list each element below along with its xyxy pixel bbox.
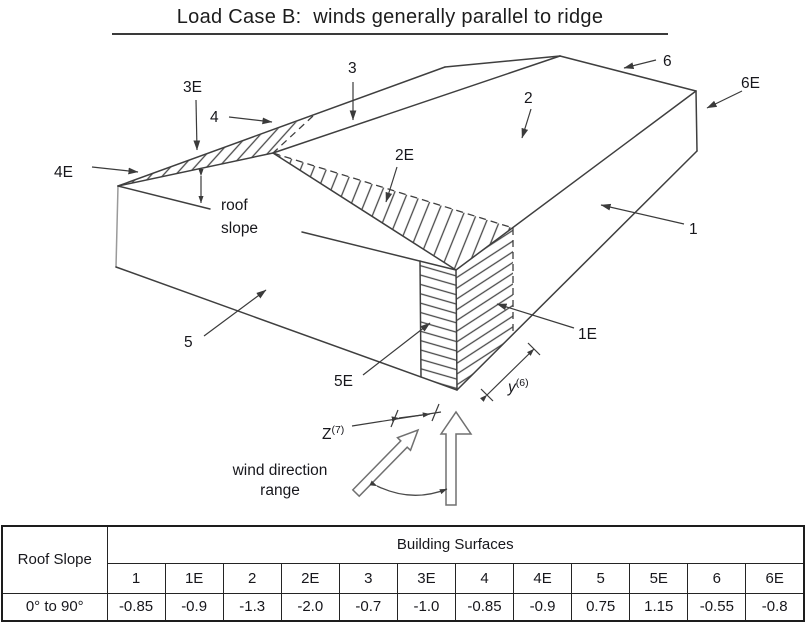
dim-z-tick-1	[390, 409, 399, 428]
arrow-3e	[193, 99, 201, 151]
edge-left-vertical	[115, 185, 119, 268]
edge-far-eave	[117, 66, 446, 187]
coef-cell-5e: 1.15	[629, 592, 689, 622]
coef-cell-3: -0.7	[338, 592, 398, 622]
wind-note-line2: range	[260, 482, 300, 499]
dim-y-label: y(6)	[507, 377, 529, 396]
arrow-5	[203, 289, 267, 337]
arrow-2e	[385, 166, 398, 203]
label-4: 4	[210, 109, 219, 126]
label-2e: 2E	[395, 147, 414, 164]
label-6: 6	[663, 53, 672, 70]
label-1e: 1E	[578, 326, 597, 343]
wind-arrow-vertical	[439, 410, 473, 506]
row-header-roof-slope: Roof Slope	[1, 525, 108, 594]
arrow-6e	[706, 90, 743, 109]
coef-cell-2: -1.3	[222, 592, 282, 622]
wind-note-line1: wind direction	[232, 462, 328, 479]
edge-ridge	[272, 55, 561, 154]
col-header-3: 3	[338, 562, 398, 594]
zone-5e-hatch	[420, 261, 457, 390]
surface-labels: 3E 3 4 4E 2 2E 6 6E 1 1E 5 5E	[54, 53, 760, 390]
figure-title: Load Case B: winds generally parallel to…	[176, 6, 604, 28]
edge-wall5-eave-b	[301, 231, 457, 271]
roof-slope-range-cell: 0° to 90°	[1, 592, 108, 622]
coef-cell-1: -0.85	[106, 592, 166, 622]
zone-1e-hatch	[456, 228, 513, 390]
edge-wall5-eave-a	[117, 185, 211, 210]
dimension-z	[351, 403, 442, 428]
dimension-y	[480, 342, 541, 402]
boundary-3e-dashed	[272, 115, 314, 154]
edge-leeward-rake-far	[444, 55, 561, 68]
col-header-4e: 4E	[513, 562, 573, 594]
col-header-1: 1	[106, 562, 166, 594]
col-header-6e: 6E	[745, 562, 805, 594]
edge-zone-hatching	[118, 116, 513, 390]
arrow-5e	[362, 322, 431, 376]
zone-2e-hatch	[273, 153, 513, 270]
surface-header-row: 1 1E 2 2E 3 3E 4 4E 5 5E 6 6E	[2, 562, 805, 594]
col-header-5e: 5E	[629, 562, 689, 594]
boundary-2e-dashed	[272, 152, 514, 229]
label-2: 2	[524, 90, 533, 107]
wind-range-arc	[369, 480, 448, 496]
coef-cell-1e: -0.9	[164, 592, 224, 622]
dim-z-tick-2	[431, 403, 440, 422]
col-header-1e: 1E	[164, 562, 224, 594]
label-4e: 4E	[54, 164, 73, 181]
dim-z-arrows	[391, 412, 431, 422]
dim-y-tick-1	[480, 388, 494, 402]
arrow-4	[228, 116, 273, 125]
label-3e: 3E	[183, 79, 202, 96]
arrow-4e	[91, 166, 139, 175]
arrow-1	[600, 203, 685, 225]
group-header-building-surfaces: Building Surfaces	[106, 525, 805, 564]
edge-5e-inner	[419, 260, 422, 378]
building-diagram: 3E 3 4 4E 2 2E 6 6E 1 1E 5 5E roof slope…	[54, 53, 760, 506]
col-header-5: 5	[571, 562, 631, 594]
col-header-6: 6	[687, 562, 747, 594]
zone-boundaries-dashed	[272, 115, 514, 334]
annotations: roof slope wind direction range y(6) Z(7…	[221, 197, 529, 499]
col-header-2: 2	[222, 562, 282, 594]
coef-cell-6: -0.55	[687, 592, 747, 622]
col-header-4: 4	[454, 562, 515, 594]
col-header-2e: 2E	[280, 562, 340, 594]
coef-cell-5: 0.75	[571, 592, 631, 622]
coef-cell-4e: -0.9	[513, 592, 573, 622]
wind-arrow-diagonal	[351, 428, 420, 498]
edge-windward-corner	[455, 269, 458, 391]
label-3: 3	[348, 60, 357, 77]
coef-cell-4: -0.85	[454, 592, 515, 622]
roof-slope-note-line2: slope	[221, 220, 258, 237]
wind-arrows	[351, 410, 473, 506]
coef-cell-3e: -1.0	[396, 592, 456, 622]
title-underline	[112, 33, 668, 35]
arrow-2	[521, 108, 532, 139]
dim-z-label: Z(7)	[322, 424, 344, 443]
leader-arrows	[91, 59, 743, 376]
edge-near-eave	[455, 90, 697, 271]
pressure-coefficient-table: Roof Slope Building Surfaces 1 1E 2 2E 3…	[1, 525, 805, 622]
label-1: 1	[689, 221, 698, 238]
label-5: 5	[184, 334, 193, 351]
coefficient-row: 0° to 90° -0.85 -0.9 -1.3 -2.0 -0.7 -1.0…	[1, 592, 805, 622]
arrow-1e	[496, 303, 575, 329]
roof-slope-note-line1: roof	[221, 197, 248, 214]
edge-rake-right	[272, 152, 457, 271]
edge-wall5-bottom	[115, 266, 458, 391]
label-5e: 5E	[334, 373, 353, 390]
dim-y-line	[480, 348, 535, 402]
edge-right-vertical	[695, 90, 698, 152]
coef-cell-2e: -2.0	[280, 592, 340, 622]
edge-rake-left	[117, 152, 274, 187]
col-header-3e: 3E	[396, 562, 456, 594]
dim-y-tick-2	[527, 342, 541, 356]
arrow-6	[623, 59, 657, 69]
edge-leeward-rake-near	[559, 55, 697, 92]
coef-cell-6e: -0.8	[745, 592, 805, 622]
label-6e: 6E	[741, 75, 760, 92]
